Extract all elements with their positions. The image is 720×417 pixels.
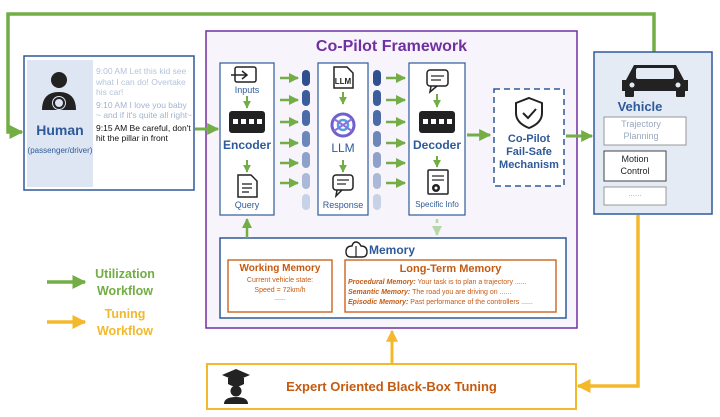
- working-memory-title: Working Memory: [239, 263, 321, 274]
- inputs-label: Inputs: [234, 85, 260, 95]
- brain-icon: [345, 241, 368, 258]
- chat-icon: [426, 69, 449, 94]
- working-memory-box: [227, 259, 333, 313]
- semantic-memory-key: Semantic Memory:: [348, 289, 411, 296]
- response-label: Response: [322, 200, 364, 210]
- semantic-memory-text: The road you are driving on ......: [412, 289, 512, 296]
- encoder-title: Encoder: [222, 138, 271, 152]
- long-term-memory-box: [344, 259, 557, 313]
- human-title: Human: [36, 122, 84, 138]
- long-term-memory-rows: Procedural Memory: Your task is to plan …: [348, 278, 556, 308]
- episodic-memory-row: Episodic Memory: Past performance of the…: [348, 298, 556, 308]
- response-icon: [332, 174, 354, 199]
- message-3: 9:15 AM Be careful, don't hit the pillar…: [96, 122, 191, 144]
- trajectory-planning-box: [603, 116, 687, 146]
- specific-info-label: Specific Info: [415, 200, 459, 209]
- tuning-box: [206, 363, 577, 410]
- failsafe-line-3: Mechanism: [499, 159, 559, 171]
- inputs-icon: [231, 66, 257, 83]
- human-messages: 9:00 AM Let this kid see what I can do! …: [96, 66, 193, 144]
- motion-control-box: [603, 150, 667, 182]
- car-icon: [622, 65, 688, 97]
- failsafe-line-1: Co-Pilot: [507, 133, 551, 145]
- failsafe-line-2: Fail-Safe: [506, 146, 552, 158]
- semantic-memory-row: Semantic Memory: The road you are drivin…: [348, 288, 556, 298]
- vehicle-more-label: ......: [628, 189, 642, 198]
- message-2: 9:10 AM I love you baby ~ and if it's qu…: [96, 99, 193, 121]
- working-memory-line-3: ......: [274, 295, 286, 302]
- encoder-icon: [229, 111, 265, 133]
- vehicle-title: Vehicle: [617, 99, 663, 114]
- episodic-memory-text: Past performance of the controllers ....…: [410, 299, 533, 306]
- shield-check-icon: [515, 96, 543, 130]
- driver-icon: [42, 72, 76, 110]
- message-1: 9:00 AM Let this kid see what I can do! …: [96, 66, 187, 97]
- utilization-legend-label: Utilization Workflow: [95, 267, 155, 298]
- vehicle-to-human-arrow: [6, 12, 656, 139]
- failsafe-box: [493, 88, 565, 187]
- encoder-to-llm-arrows: [280, 73, 299, 188]
- tuning-title: Expert Oriented Black-Box Tuning: [286, 379, 497, 394]
- llm-icon: LLM: [333, 66, 354, 89]
- working-memory-line-1: Current vehicle state:: [246, 277, 314, 284]
- svg-text:LLM: LLM: [335, 77, 352, 86]
- llm-to-decoder-arrows: [386, 73, 406, 188]
- motion-control-label: Motion Control: [620, 154, 650, 176]
- llm-title: LLM: [331, 141, 355, 155]
- procedural-memory-key: Procedural Memory:: [348, 279, 416, 286]
- decoder-icon: [419, 111, 455, 133]
- query-label: Query: [234, 200, 260, 210]
- human-subtitle: (passenger/driver): [27, 146, 93, 155]
- specific-info-icon: [427, 169, 449, 195]
- token-pills-2: [373, 70, 381, 210]
- openai-logo-icon: [330, 112, 356, 138]
- query-icon: [237, 174, 258, 198]
- tuning-legend-label: Tuning Workflow: [96, 307, 154, 338]
- framework-title: Co-Pilot Framework: [315, 38, 468, 55]
- episodic-memory-key: Episodic Memory:: [348, 299, 409, 306]
- memory-title: Memory: [369, 243, 416, 257]
- encoder-column: [219, 62, 275, 216]
- procedural-memory-row: Procedural Memory: Your task is to plan …: [348, 278, 556, 288]
- procedural-memory-text: Your task is to plan a trajectory ......: [417, 279, 527, 286]
- trajectory-planning-label: Trajectory Planning: [621, 119, 661, 141]
- vehicle-more-box: [603, 186, 667, 206]
- decoder-title: Decoder: [412, 138, 462, 152]
- failsafe-label: Co-Pilot Fail-Safe Mechanism: [494, 133, 564, 172]
- working-memory-line-2: Speed = 72km/h: [254, 287, 306, 294]
- long-term-memory-title: Long-Term Memory: [399, 263, 502, 275]
- vehicle-to-tuning-arrow: [576, 215, 640, 393]
- graduate-icon: [222, 369, 250, 404]
- token-pills-1: [302, 70, 310, 210]
